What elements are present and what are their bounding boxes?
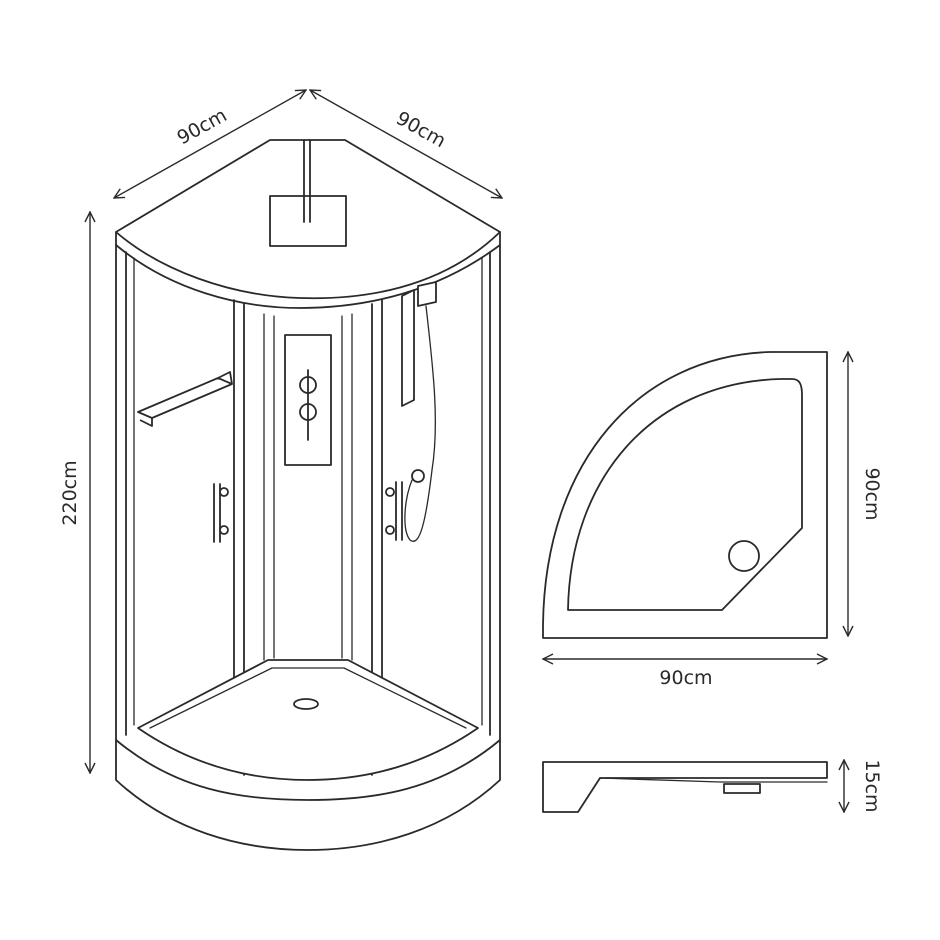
label-cabin-height: 220cm (59, 460, 81, 525)
cabin-tray-floor (137, 659, 479, 781)
tray-drain (728, 540, 760, 572)
label-tray-width: 90cm (659, 667, 712, 689)
hand-shower-holder (417, 281, 437, 307)
left-door-handle (213, 483, 221, 543)
label-top-right-depth: 90cm (392, 107, 449, 152)
left-handle-knob-top (219, 487, 229, 497)
shower-hose (404, 305, 437, 542)
tray-side-profile (542, 761, 828, 813)
cabin-roof-edge (115, 231, 501, 309)
tray-inner-rim (149, 667, 467, 729)
back-panel (263, 313, 353, 661)
hose-connector (411, 469, 425, 483)
shower-cabin (115, 139, 501, 851)
width-arrow-right (310, 90, 502, 198)
right-handle-knob-top (385, 487, 395, 497)
tray-side-drain (723, 783, 761, 794)
label-tray-height: 15cm (861, 759, 883, 812)
rain-shower-plate (269, 195, 347, 247)
left-handle-knob-bottom (219, 525, 229, 535)
towel-bar (137, 371, 233, 427)
right-handle-knob-bottom (385, 525, 395, 535)
tray-top-view (542, 351, 828, 639)
cabin-base (115, 739, 501, 851)
cabin-drain (293, 698, 319, 710)
shower-slide-rail (401, 289, 415, 407)
tray-side-bottom (599, 777, 828, 783)
tray-outer (542, 351, 828, 639)
tray-side-view (542, 761, 828, 813)
right-door-handle (395, 481, 403, 541)
label-top-left-width: 90cm (174, 104, 231, 149)
right-frame (489, 244, 501, 741)
left-frame (115, 244, 127, 741)
label-tray-depth: 90cm (861, 467, 883, 520)
tray-basin (567, 378, 803, 611)
width-arrow-left (114, 90, 306, 198)
